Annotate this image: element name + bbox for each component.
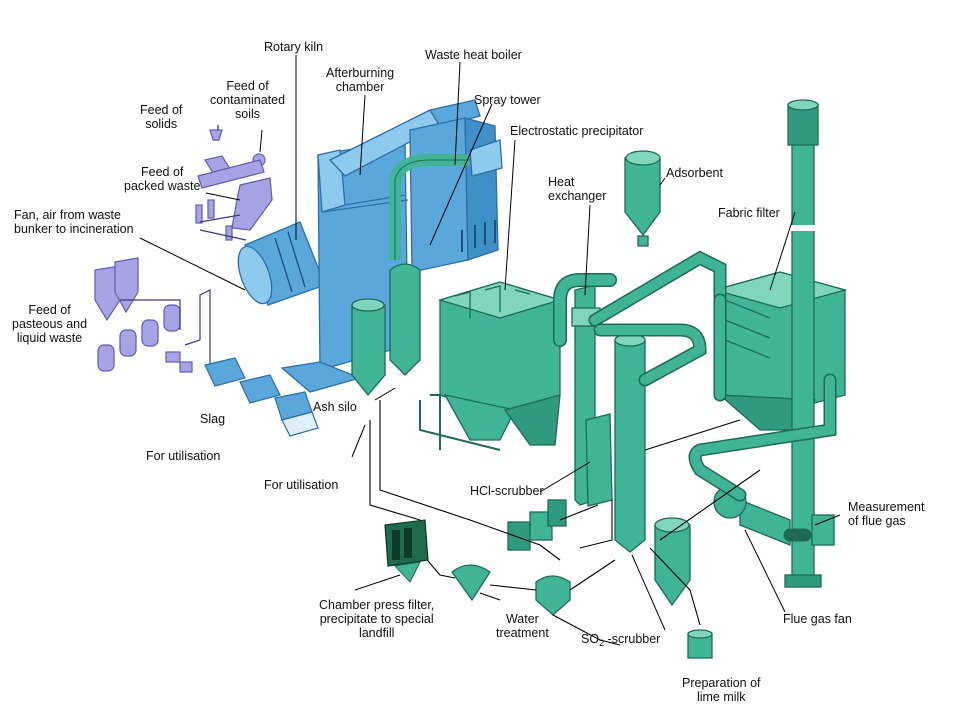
- label-spray-tower: Spray tower: [474, 93, 541, 107]
- label-for-utilisation-2: For utilisation: [264, 478, 339, 492]
- water-treatment-cone-1: [451, 564, 491, 602]
- label-water-treatment: Water treatment: [496, 612, 549, 640]
- so2-suffix: -scrubber: [604, 632, 661, 646]
- feed-conveyor: [197, 159, 265, 189]
- label-measurement-flue-gas: Measurement of flue gas: [848, 500, 925, 528]
- water-treatment-cone-2: [535, 575, 571, 616]
- stack: [791, 109, 815, 581]
- measurement-box: [811, 514, 835, 546]
- liquid-drum-2: [119, 329, 137, 357]
- label-chamber-press-filter: Chamber press filter, precipitate to spe…: [319, 598, 435, 640]
- flue-gas-fan: [739, 499, 791, 546]
- label-afterburning-chamber: Afterburning chamber: [326, 66, 395, 94]
- solids-hopper: [209, 129, 223, 141]
- pump-1: [165, 351, 181, 363]
- slag-conveyor-2: [239, 374, 281, 404]
- reagent-box-1: [507, 521, 531, 551]
- label-ash-silo: Ash silo: [313, 400, 357, 414]
- label-heat-exchanger: Heat exchanger: [548, 175, 607, 203]
- spray-tower: [389, 263, 421, 376]
- label-electrostatic-precipitator: Electrostatic precipitator: [510, 124, 644, 138]
- so2-subscript: 2: [599, 638, 605, 648]
- so2-text: SO: [581, 632, 600, 646]
- label-preparation-lime-milk: Preparation of lime milk: [682, 676, 761, 704]
- chamber-press-filter: [384, 519, 429, 583]
- label-feed-packed-waste: Feed of packed waste: [124, 165, 201, 193]
- label-flue-gas-fan: Flue gas fan: [783, 612, 852, 626]
- label-so2-scrubber: SO2 -scrubber: [581, 632, 660, 650]
- feed-ram: [231, 177, 273, 231]
- liquid-drum-4: [163, 304, 181, 332]
- label-hcl-scrubber: HCl-scrubber: [470, 484, 544, 498]
- slag-conveyor-1: [204, 357, 246, 387]
- label-fan-air: Fan, air from waste bunker to incinerati…: [14, 208, 134, 236]
- label-fabric-filter: Fabric filter: [718, 206, 780, 220]
- label-slag: Slag: [200, 412, 226, 426]
- pump-2: [179, 361, 193, 373]
- ash-silo: [351, 299, 386, 397]
- label-feed-pasteous: Feed of pasteous and liquid waste: [12, 303, 88, 345]
- treatment-section: [351, 99, 848, 659]
- label-adsorbent: Adsorbent: [666, 166, 723, 180]
- label-feed-contaminated-soils: Feed of contaminated soils: [210, 79, 286, 121]
- label-waste-heat-boiler: Waste heat boiler: [425, 48, 522, 62]
- liquid-drum-1: [97, 344, 115, 372]
- hcl-scrubber: [585, 413, 613, 507]
- kiln-front: [237, 245, 273, 305]
- label-feed-solids: Feed of solids: [140, 103, 183, 131]
- leader-lines: [139, 55, 841, 631]
- slag-conveyors: [204, 357, 319, 437]
- feed-section: [94, 129, 273, 373]
- label-rotary-kiln: Rotary kiln: [264, 40, 324, 54]
- feed-lines: [120, 214, 247, 370]
- liquid-drum-3: [141, 319, 159, 347]
- so2-scrubber: [614, 334, 646, 553]
- waste-heat-boiler: [409, 117, 469, 273]
- label-for-utilisation-1: For utilisation: [146, 449, 221, 463]
- pasteous-tank-2: [114, 257, 139, 314]
- reagent-box-3: [547, 499, 567, 527]
- gas-ducts: [553, 250, 837, 542]
